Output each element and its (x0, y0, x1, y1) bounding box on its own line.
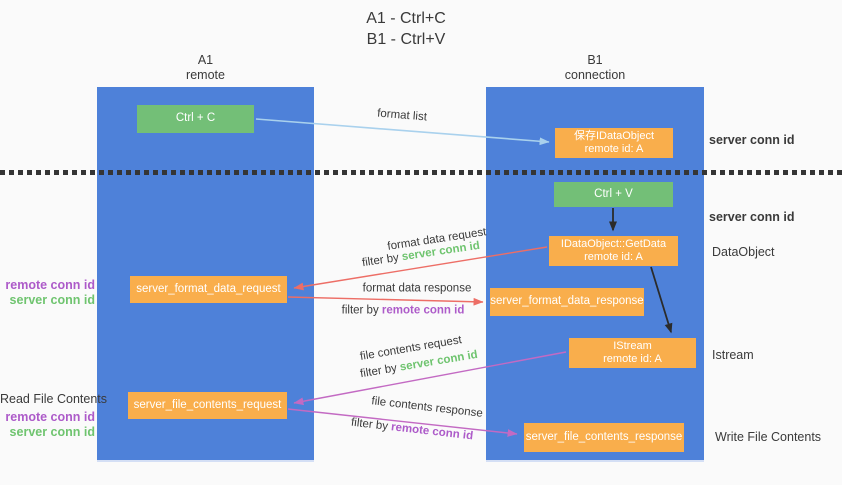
node-ctrl-v: Ctrl + V (554, 182, 673, 207)
title-line-1: A1 - Ctrl+C (366, 10, 446, 27)
node-save-dataobject: 保存IDataObject remote id: A (555, 128, 673, 158)
format-conn-id-labels: remote conn id server conn id (0, 278, 95, 308)
label-istream: Istream (712, 348, 754, 362)
title-line-2: B1 - Ctrl+V (366, 31, 446, 48)
lane-b1-role: connection (564, 68, 626, 82)
label-server-conn-id-file: server conn id (9, 425, 95, 439)
label-server-conn-id-mid: server conn id (709, 210, 795, 224)
filter-by-text: filter by (361, 251, 400, 270)
node-server-format-data-response-label: server_format_data_response (490, 295, 644, 308)
node-istream-line1: IStream (613, 340, 652, 352)
filter-by-text: filter by (350, 416, 389, 433)
label-format-response-filter: filter by remote conn id (342, 305, 465, 318)
node-ctrl-c-label: Ctrl + C (175, 112, 216, 125)
label-remote-conn-id-format: remote conn id (5, 278, 95, 292)
node-getdata-line2: remote id: A (584, 251, 643, 263)
node-server-format-data-response: server_format_data_response (490, 288, 644, 316)
lane-a1-role: remote (186, 68, 225, 82)
session-separator-line (0, 170, 842, 175)
label-dataobject: DataObject (712, 245, 775, 259)
node-ctrl-c: Ctrl + C (137, 105, 254, 133)
filter-key-remote-conn-id: remote conn id (381, 304, 465, 317)
node-istream-line2: remote id: A (603, 353, 662, 365)
diagram-title: A1 - Ctrl+C B1 - Ctrl+V (0, 8, 812, 50)
node-save-dataobject-line1: 保存IDataObject (573, 130, 655, 142)
node-getdata-line1: IDataObject::GetData (560, 238, 667, 250)
node-server-file-contents-request-label: server_file_contents_request (133, 398, 282, 411)
lane-a1-name: A1 (197, 53, 214, 67)
filter-key-remote-conn-id: remote conn id (390, 421, 474, 443)
label-read-file-contents: Read File Contents (0, 392, 108, 406)
node-server-file-contents-response-label: server_file_contents_response (525, 430, 683, 443)
node-ctrl-v-label: Ctrl + V (594, 187, 633, 200)
node-save-dataobject-line2: remote id: A (584, 143, 644, 155)
label-file-contents-response: file contents response (370, 395, 484, 420)
filter-by-text: filter by (359, 362, 398, 381)
filter-by-text: filter by (341, 304, 379, 317)
node-server-format-data-request: server_format_data_request (130, 276, 287, 303)
label-format-data-response: format data response (362, 282, 472, 295)
lane-header-a1: A1 remote (97, 53, 314, 83)
label-write-file-contents: Write File Contents (715, 430, 822, 444)
arrow-format-data-response (287, 296, 484, 306)
lane-b1-name: B1 (587, 53, 603, 67)
node-server-file-contents-response: server_file_contents_response (524, 423, 684, 452)
lane-header-b1: B1 connection (486, 53, 704, 83)
label-server-conn-id-top: server conn id (709, 133, 795, 147)
label-remote-conn-id-file: remote conn id (5, 410, 95, 424)
node-idataobject-getdata: IDataObject::GetData remote id: A (549, 236, 678, 266)
node-istream: IStream remote id: A (569, 338, 696, 368)
node-server-format-data-request-label: server_format_data_request (136, 282, 281, 295)
label-server-conn-id-format: server conn id (9, 293, 95, 307)
label-format-list: format list (376, 107, 428, 124)
label-file-response-filter: filter by remote conn id (350, 417, 473, 444)
node-server-file-contents-request: server_file_contents_request (128, 392, 287, 419)
file-conn-id-labels: remote conn id server conn id (0, 410, 95, 440)
